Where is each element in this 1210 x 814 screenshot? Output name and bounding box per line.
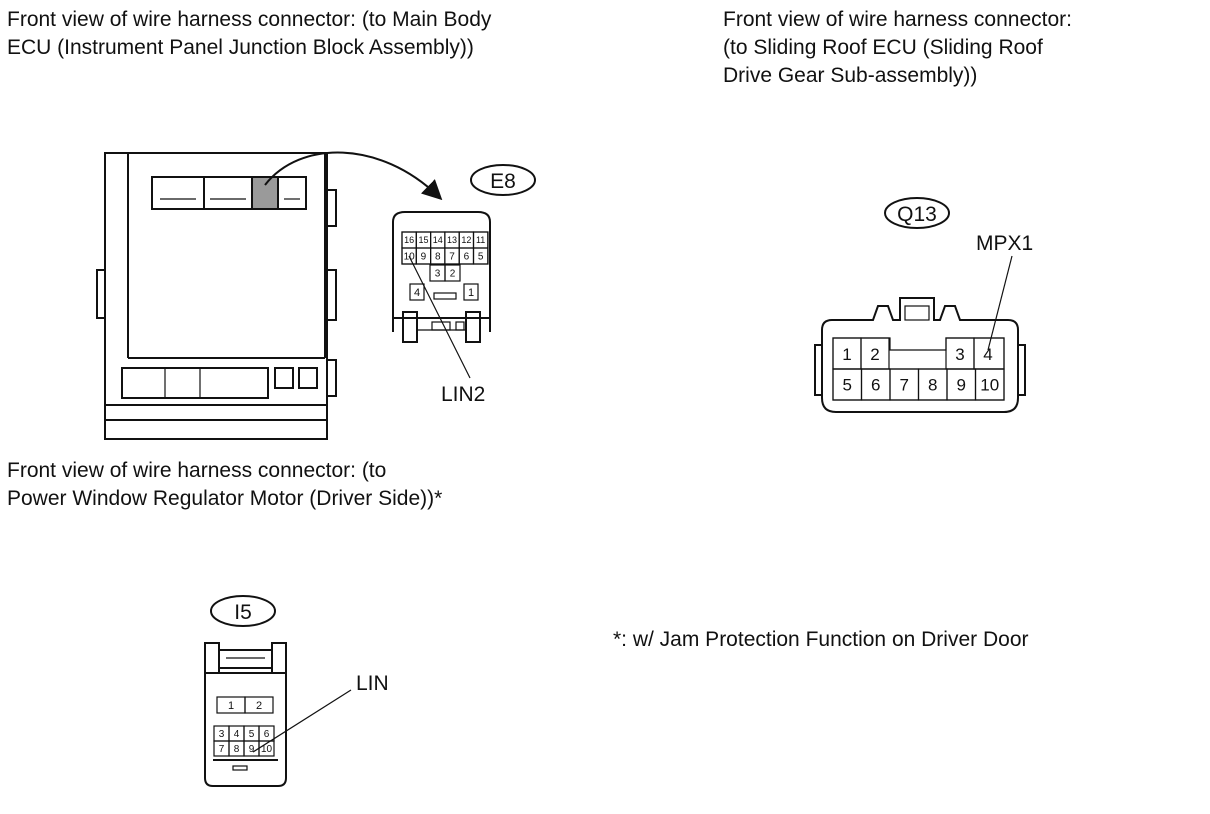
caption-line: Front view of wire harness connector: (t… xyxy=(7,459,387,482)
caption-line: ECU (Instrument Panel Junction Block Ass… xyxy=(7,36,474,59)
lin-leader-line xyxy=(252,689,352,753)
i5-pin: 5 xyxy=(249,729,255,740)
e8-pin: 15 xyxy=(418,235,428,245)
q13-pin: 6 xyxy=(871,376,880,395)
i5-pin: 8 xyxy=(234,744,240,755)
i5-pin: 3 xyxy=(219,729,225,740)
e8-pin: 7 xyxy=(449,252,455,263)
caption-power-window-motor: Front view of wire harness connector: (t… xyxy=(7,457,442,513)
connector-e8-id: E8 xyxy=(490,170,516,193)
i5-pin: 9 xyxy=(249,744,255,755)
connector-e8-id-badge xyxy=(470,164,536,196)
e8-pin: 6 xyxy=(464,252,470,263)
i5-pin: 4 xyxy=(234,729,240,740)
connector-q13-id: Q13 xyxy=(897,203,937,226)
q13-pin: 5 xyxy=(843,376,852,395)
e8-pin-cell xyxy=(472,247,489,265)
connector-i5-id-badge xyxy=(210,595,276,627)
footnote: *: w/ Jam Protection Function on Driver … xyxy=(613,626,1029,654)
e8-pin: 2 xyxy=(450,269,456,280)
e8-pin: 11 xyxy=(476,235,485,245)
mpx1-label: MPX1 xyxy=(976,232,1033,255)
junction-block-illustration xyxy=(96,152,337,440)
e8-pin-cell xyxy=(444,264,461,282)
e8-pin: 9 xyxy=(421,252,427,263)
q13-pin: 7 xyxy=(900,376,909,395)
caption-line: Drive Gear Sub-assembly)) xyxy=(723,64,978,87)
q13-pin: 1 xyxy=(842,345,851,364)
q13-pin: 2 xyxy=(870,345,879,364)
i5-pin: 6 xyxy=(264,729,270,740)
q13-pin: 4 xyxy=(983,345,992,364)
q13-pin-cell xyxy=(974,368,1005,401)
caption-sliding-roof-ecu: Front view of wire harness connector: (t… xyxy=(723,6,1072,90)
locator-arrow xyxy=(264,151,443,201)
caption-line: Front view of wire harness connector: xyxy=(723,8,1072,31)
e8-pin: 4 xyxy=(414,287,420,299)
e8-pin: 13 xyxy=(447,235,457,245)
mpx1-leader-line xyxy=(987,255,1013,351)
q13-pin: 3 xyxy=(955,345,964,364)
caption-line: Power Window Regulator Motor (Driver Sid… xyxy=(7,487,443,510)
footnote-text: *: w/ Jam Protection Function on Driver … xyxy=(613,628,1029,651)
i5-pin: 7 xyxy=(219,744,225,755)
caption-line: (to Sliding Roof ECU (Sliding Roof xyxy=(723,36,1043,59)
lin2-label: LIN2 xyxy=(441,383,485,406)
i5-pin-cell xyxy=(244,696,274,714)
e8-pin: 5 xyxy=(478,252,484,263)
e8-pin: 12 xyxy=(461,235,471,245)
q13-pin: 9 xyxy=(957,376,966,395)
lin2-leader-line xyxy=(408,255,471,379)
e8-pin: 8 xyxy=(435,252,441,263)
i5-pin: 2 xyxy=(256,700,262,712)
q13-pin: 10 xyxy=(980,376,999,395)
q13-pin: 8 xyxy=(928,376,937,395)
connector-q13-id-badge xyxy=(884,197,950,229)
e8-pin: 1 xyxy=(468,287,474,299)
connector-i5-id: I5 xyxy=(234,601,252,624)
caption-line: Front view of wire harness connector: (t… xyxy=(7,8,492,31)
i5-pin: 1 xyxy=(228,700,234,712)
e8-pin: 3 xyxy=(435,269,441,280)
e8-pin: 16 xyxy=(404,235,414,245)
e8-pin: 14 xyxy=(433,235,443,245)
i5-pin: 10 xyxy=(261,744,273,755)
caption-main-body-ecu: Front view of wire harness connector: (t… xyxy=(7,6,491,62)
lin-label: LIN xyxy=(356,672,389,695)
